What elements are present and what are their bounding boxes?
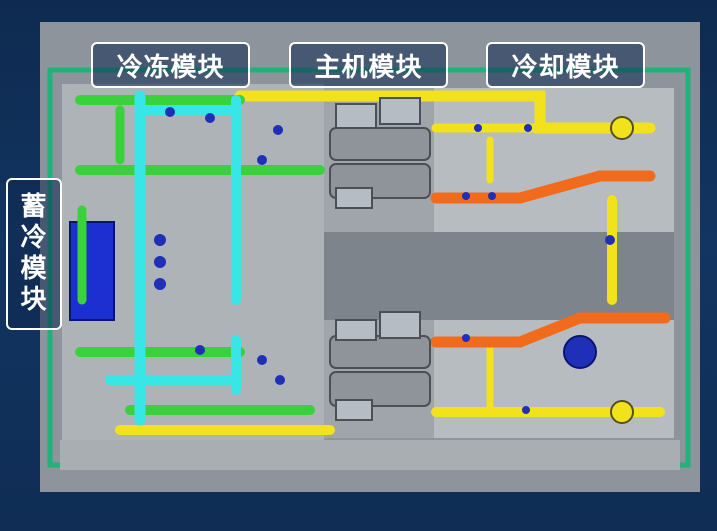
storage-module-char-2: 冷 bbox=[20, 223, 48, 253]
orange-pipes bbox=[430, 170, 671, 348]
bottom-strip bbox=[60, 440, 680, 470]
main-module-label: 主机模块 bbox=[289, 42, 448, 88]
freeze-module-label: 冷冻模块 bbox=[91, 42, 250, 88]
cooling-module-label: 冷却模块 bbox=[486, 42, 645, 88]
valves bbox=[154, 107, 615, 414]
storage-module-char-4: 块 bbox=[20, 285, 48, 315]
middle-gap bbox=[324, 232, 674, 320]
storage-module-label: 蓄 冷 模 块 bbox=[6, 178, 62, 330]
control-panels bbox=[335, 97, 421, 421]
storage-module-char-3: 模 bbox=[20, 254, 48, 284]
chilled-pipes-cyan bbox=[105, 90, 241, 426]
cooling-pipes bbox=[115, 90, 665, 435]
chilled-pipes-green bbox=[75, 95, 325, 415]
pumps bbox=[563, 116, 634, 424]
storage-module-char-1: 蓄 bbox=[20, 192, 48, 222]
storage-tank bbox=[69, 221, 115, 321]
